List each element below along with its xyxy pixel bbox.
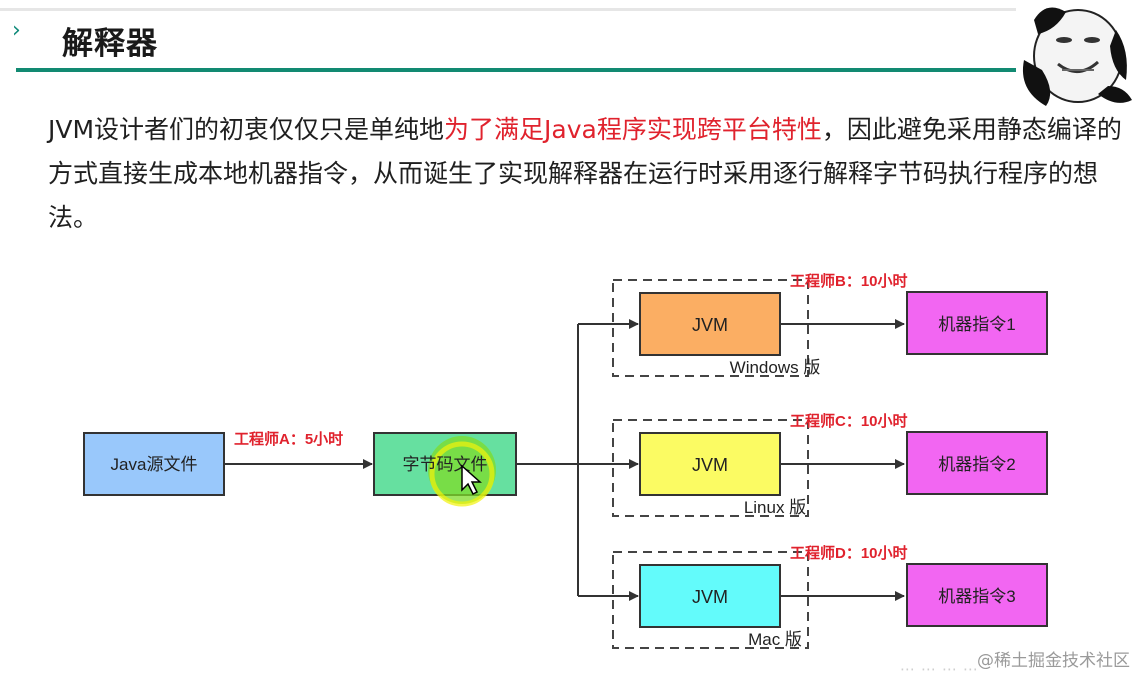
machine-code-label-2: 机器指令2 <box>938 455 1015 474</box>
engineer-label-3: 工程师D：10小时 <box>790 544 908 562</box>
platform-label-3: Mac 版 <box>748 630 802 649</box>
bytecode-label: 字节码文件 <box>403 455 488 474</box>
engineer-label-2: 工程师C：10小时 <box>790 412 908 430</box>
machine-code-node-1 <box>906 291 1048 355</box>
machine-code-label-3: 机器指令3 <box>938 587 1015 606</box>
jvm-node-2 <box>639 432 781 496</box>
title-underline <box>16 68 1016 72</box>
engineer-label-1: 工程师B：10小时 <box>790 272 908 290</box>
java-source-label: Java源文件 <box>111 455 198 474</box>
jvm-node-1 <box>639 292 781 356</box>
platform-group-3 <box>612 551 809 649</box>
faint-background-text: ⋯⋯⋯⋯ <box>900 660 984 678</box>
paragraph-text-2: ，因此避免采用静态编译的方式直接生成本地机器指令，从而诞生了实现解释器在运行时采… <box>48 115 1122 232</box>
paragraph-highlight: 为了满足Java程序实现跨平台特性 <box>444 115 822 144</box>
machine-code-node-3 <box>906 563 1048 627</box>
platform-label-2: Linux 版 <box>744 498 806 517</box>
mouse-cursor-icon <box>461 464 482 496</box>
top-border <box>0 8 1016 11</box>
cursor-highlight-ring <box>429 441 495 507</box>
machine-code-node-2 <box>906 431 1048 495</box>
watermark: @稀土掘金技术社区 <box>977 651 1130 671</box>
platform-label-1: Windows 版 <box>730 358 821 377</box>
engineer-a-label: 工程师A：5小时 <box>234 430 343 448</box>
jvm-label-2: JVM <box>692 455 728 475</box>
jvm-label-3: JVM <box>692 587 728 607</box>
jvm-node-3 <box>639 564 781 628</box>
platform-group-2 <box>612 419 809 517</box>
panda-meme-avatar <box>1016 0 1134 110</box>
paragraph-text-1: JVM设计者们的初衷仅仅只是单纯地 <box>48 115 445 144</box>
chevron-right-icon: › <box>12 18 21 43</box>
intro-paragraph: JVM设计者们的初衷仅仅只是单纯地为了满足Java程序实现跨平台特性，因此避免采… <box>48 108 1128 240</box>
platform-group-1 <box>612 279 809 377</box>
java-source-node <box>83 432 225 496</box>
machine-code-label-1: 机器指令1 <box>938 315 1015 334</box>
page-title: 解释器 <box>62 26 158 62</box>
jvm-label-1: JVM <box>692 315 728 335</box>
